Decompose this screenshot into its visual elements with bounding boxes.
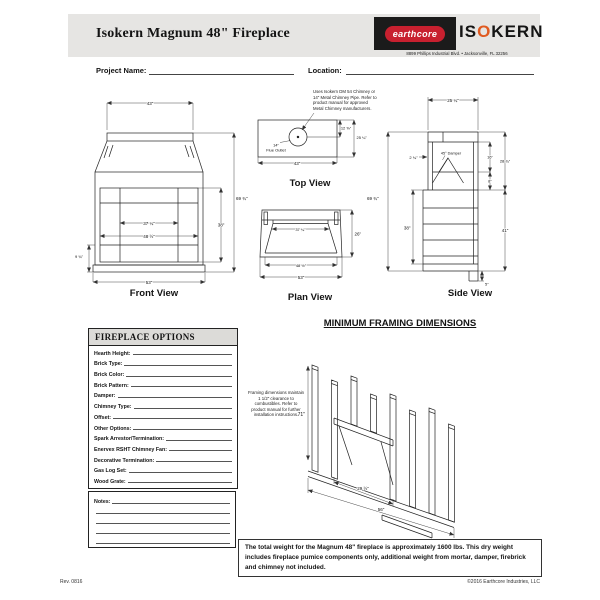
framing-dim-width: 56" (378, 507, 385, 512)
page-title: Isokern Magnum 48" Fireplace (96, 26, 290, 41)
front-dim-hearth: 9 ¾" (75, 254, 84, 259)
damper-label: 45° Damper (441, 152, 462, 156)
framing-dim-opening: 29 ½" (357, 485, 369, 491)
side-dim-lintel: 8" (488, 179, 492, 184)
header-bar (68, 14, 540, 57)
option-label: Hearth Height: (94, 350, 131, 357)
option-blank (130, 386, 232, 388)
side-dim-overall: 69 ¾" (367, 196, 379, 201)
option-blank (113, 418, 232, 420)
top-view-caption: Top View (289, 178, 331, 189)
side-dim-wall: 2 ¾" (409, 155, 418, 160)
option-blank (126, 375, 232, 377)
framing-dim-height: 71" (298, 412, 306, 418)
notes-blank (96, 512, 230, 514)
side-dim-throat: 16" (487, 155, 493, 160)
front-dim-overall: 69 ¾" (236, 196, 248, 201)
notes-blank (96, 522, 230, 524)
side-dim-smoke: 28 ¾" (500, 159, 511, 164)
weight-note: The total weight for the Magnum 48" fire… (238, 539, 542, 577)
fireplace-options-box: FIREPLACE OPTIONS Hearth Height: Brick T… (88, 328, 238, 489)
option-label: Gas Log Set: (94, 468, 127, 475)
front-dim-top: 43" (147, 101, 154, 106)
option-blank (133, 407, 232, 409)
flue-outlet-label: Flue Outlet (266, 148, 286, 153)
company-address: 8899 Phillips Industrial Blvd. • Jackson… (406, 51, 508, 56)
option-blank (124, 364, 232, 366)
front-dim-inner-lower: 48 ½" (143, 233, 155, 239)
option-label: Damper: (94, 393, 116, 400)
side-dim-opening: 38" (404, 226, 411, 231)
notes-blank (96, 542, 230, 544)
front-view-caption: Front View (129, 288, 179, 299)
copyright-label: ©2016 Earthcore Industries, LLC (467, 579, 540, 585)
notes-blank (112, 502, 230, 504)
location-label: Location: (308, 66, 342, 75)
plan-dim-overall: 53" (298, 275, 305, 280)
top-dim-flue-center: 12 ⅝" (341, 126, 352, 131)
isokern-logo-part: KERN (491, 22, 544, 41)
option-blank (166, 439, 232, 441)
earthcore-logo-text: earthcore (384, 25, 446, 42)
top-view-drawing: 14" Flue Outlet 12 ⅝" 25 ¼" 43" (257, 112, 368, 166)
side-dim-hearth-ext: 5" (485, 282, 489, 287)
option-label: Brick Type: (94, 361, 123, 368)
side-dim-top: 25 ¼" (447, 98, 459, 103)
top-dim-width: 43" (294, 161, 301, 166)
flue-size-label: 14" (273, 143, 279, 148)
notes-label: Notes: (94, 499, 111, 505)
plan-dim-front: 48 ½" (296, 263, 307, 268)
option-label: Enervex RSHT Chimney Fan: (94, 446, 167, 453)
isokern-logo-o: O (477, 22, 492, 41)
isokern-logo-part: IS (459, 22, 478, 41)
option-label: Other Options: (94, 425, 132, 432)
option-label: Brick Color: (94, 372, 125, 379)
option-label: Spark Arrestor/Termination: (94, 436, 165, 443)
side-dim-base: 41" (502, 228, 509, 233)
option-blank (156, 461, 232, 463)
earthcore-logo: earthcore (374, 17, 456, 50)
project-name-label: Project Name: (96, 66, 147, 75)
chimney-note: Uses Isokern DM 54 Chimney or 14" Metal … (313, 89, 377, 111)
fireplace-options-title: FIREPLACE OPTIONS (89, 329, 237, 346)
front-dim-bottom: 53" (146, 280, 153, 285)
front-dim-inner-upper: 37 ¼" (143, 221, 155, 226)
notes-blank (96, 532, 230, 534)
side-view-caption: Side View (447, 288, 493, 299)
side-view-drawing: 25 ¼" 69 ¾" 2 ¾" 45° Damper 16" 8" 28 ¾"… (366, 97, 511, 287)
option-label: Wood Grate: (94, 478, 126, 485)
option-blank (133, 429, 232, 430)
option-blank (127, 482, 232, 484)
option-blank (132, 354, 232, 356)
framing-note: Framing dimensions maintain 1 1/2" clear… (247, 390, 305, 418)
isokern-logo: ISOKERN (459, 22, 543, 42)
plan-view-drawing: 37 ¼" 48 ½" 53" 26" (259, 209, 362, 280)
plan-dim-depth: 26" (355, 232, 362, 237)
plan-dim-back: 37 ¼" (295, 227, 306, 232)
top-dim-depth: 25 ¼" (357, 135, 368, 140)
option-label: Chimney Type: (94, 404, 132, 411)
option-label: Offset: (94, 414, 112, 421)
option-blank (169, 450, 232, 452)
framing-drawing: 71" 29 ½" 56" (297, 364, 455, 539)
front-view-drawing: 43" 37 ¼" 48 ½" 9 ¾" 53" 38" 69 ¾" (74, 100, 248, 285)
option-label: Brick Pattern: (94, 382, 129, 389)
plan-view-caption: Plan View (287, 292, 333, 303)
revision-label: Rev. 0816 (60, 579, 83, 585)
option-label: Decorative Termination: (94, 457, 155, 464)
project-name-blank (149, 74, 294, 75)
option-blank (117, 396, 232, 398)
location-blank (346, 74, 534, 75)
notes-box: Notes: (88, 491, 236, 548)
front-dim-opening: 38" (218, 223, 225, 228)
option-blank (128, 471, 232, 473)
framing-title: MINIMUM FRAMING DIMENSIONS (323, 318, 477, 329)
